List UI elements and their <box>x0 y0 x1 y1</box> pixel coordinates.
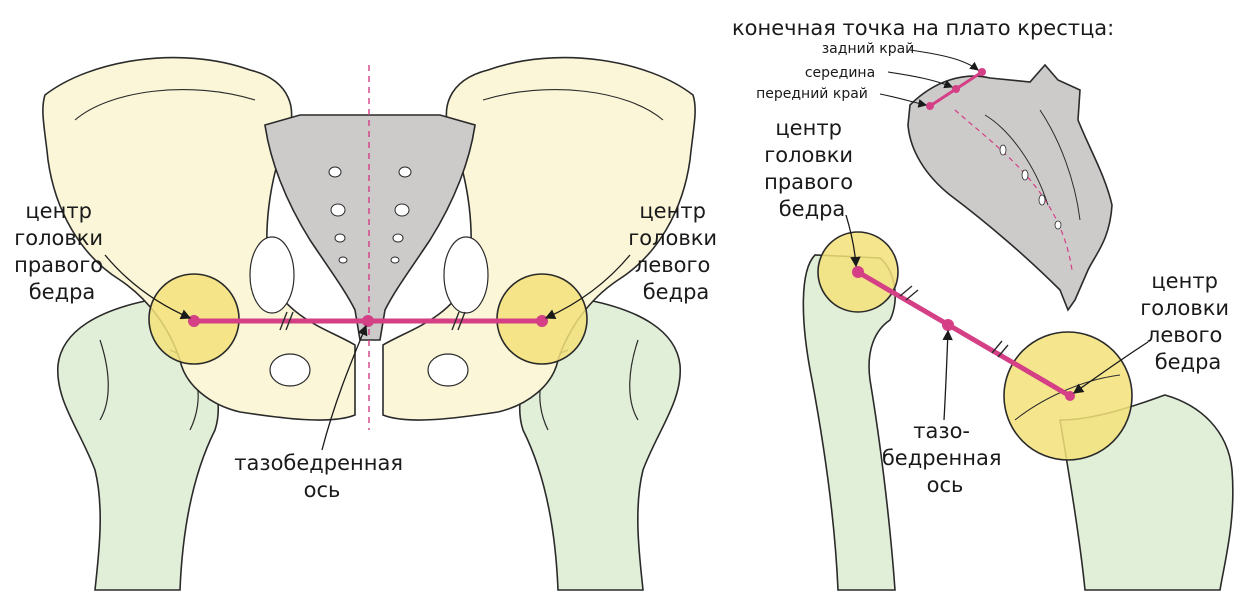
anterior-edge-point <box>926 102 934 110</box>
posterior-edge-label: задний край <box>822 41 915 57</box>
side-left-head-center-point <box>1065 391 1075 401</box>
midpoint-label: середина <box>805 65 875 81</box>
right-head-center-point <box>188 315 200 327</box>
axis-midpoint <box>362 315 374 327</box>
left-head-center-point <box>536 315 548 327</box>
side-right-head-center-point <box>852 266 864 278</box>
anterior-edge-label: передний край <box>756 86 868 102</box>
side-axis-label: тазо- бедренная ось <box>882 419 1008 497</box>
sacrum-shape <box>265 115 475 340</box>
side-hip-axis-line <box>858 272 1070 396</box>
side-left-head-label: центр головки левого бедра <box>1140 269 1236 374</box>
side-view: конечная точка на плато крестца: задний … <box>732 16 1236 590</box>
side-right-head-label: центр головки правого бедра <box>764 116 860 221</box>
midpoint-point <box>952 85 960 93</box>
endpoint-title: конечная точка на плато крестца: <box>732 16 1114 40</box>
front-view: центр головки правого бедра центр головк… <box>14 58 724 590</box>
side-axis-midpoint <box>942 319 954 331</box>
posterior-edge-point <box>978 68 986 76</box>
front-axis-label: тазобедренная ось <box>234 451 409 502</box>
